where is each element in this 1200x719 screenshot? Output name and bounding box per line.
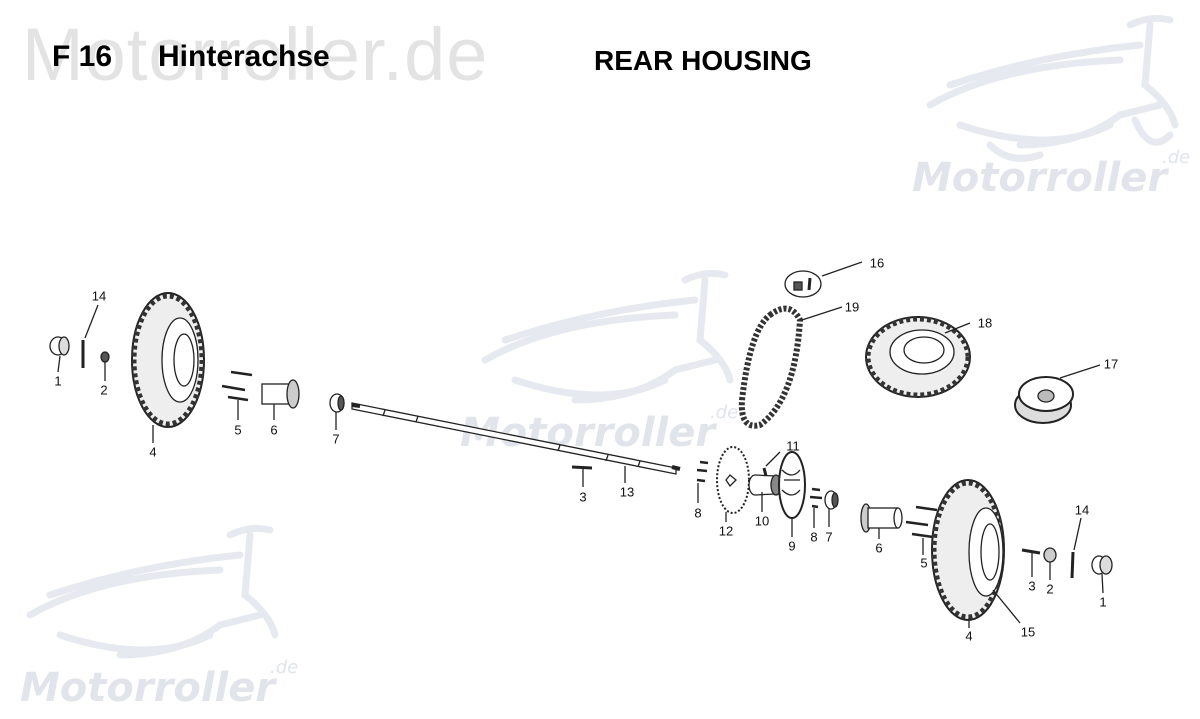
callout-label-c7b: 7 [825,529,833,545]
callout-label-c16: 16 [869,255,885,271]
part-cap-left [49,336,70,373]
part-sprocket-hub [748,474,782,512]
part-chain-link [784,261,863,298]
callout-label-c4a: 4 [149,444,157,460]
part-bolts-sprocket [696,460,709,503]
part-key-left [571,465,593,487]
part-hub-right [860,503,903,539]
part-sprocket [716,446,750,522]
part-bolts-left [221,370,253,420]
callout-label-c2b: 2 [1046,581,1054,597]
part-bearing-left [329,393,345,430]
callout-label-c5a: 5 [234,422,242,438]
callout-label-c4b: 4 [965,628,973,644]
page-title: Hinterachse [158,40,330,73]
callout-label-c15: 15 [1020,624,1036,640]
part-cap-right [1091,555,1113,594]
watermark-text: Motorroller.de [22,13,489,96]
callout-label-c8a: 8 [694,505,702,521]
callout-label-c9: 9 [788,538,796,554]
callout-label-c7a: 7 [332,431,340,447]
part-bolts-right [905,505,938,555]
callout-label-c12: 12 [718,523,734,539]
part-nut-left [100,351,110,381]
callout-label-c14b: 14 [1074,502,1090,518]
callout-label-c19: 19 [844,299,860,315]
callout-label-c11: 11 [786,438,800,454]
part-axle [351,402,681,483]
part-cotter-pin-right [1070,517,1082,579]
part-tire-spare [865,316,971,398]
section-code: F 16 [52,40,113,73]
callout-label-c17: 17 [1103,356,1119,372]
scooter-logo-icon [26,14,1179,659]
callout-label-c3b: 3 [1028,578,1036,594]
page-subtitle: REAR HOUSING [594,45,812,76]
callout-label-c6a: 6 [270,422,278,438]
part-tire-right [931,479,1021,628]
callout-label-c1a: 1 [54,373,62,389]
callout-label-c18: 18 [977,315,993,331]
callout-label-c3a: 3 [579,489,587,505]
callout-label-c13: 13 [619,484,635,500]
part-bolt-11 [762,451,781,477]
callout-label-c10: 10 [754,513,770,529]
part-bearing-right [824,490,839,527]
callout-label-c5b: 5 [920,555,928,571]
callout-label-c14a: 14 [91,288,107,304]
part-cotter-pin-left [81,304,99,368]
part-brake-disc [778,451,806,537]
part-chain [738,305,843,429]
part-tire-left [131,292,205,443]
part-hub-left [261,379,300,420]
callout-label-c1b: 1 [1099,594,1107,610]
part-bolts-disc [809,487,823,528]
callout-label-c8b: 8 [810,529,818,545]
callout-label-c6b: 6 [875,540,883,556]
part-key-right [1021,548,1041,577]
part-nut-right [1043,547,1057,580]
callout-label-c2a: 2 [100,382,108,398]
part-rim [1014,364,1101,424]
